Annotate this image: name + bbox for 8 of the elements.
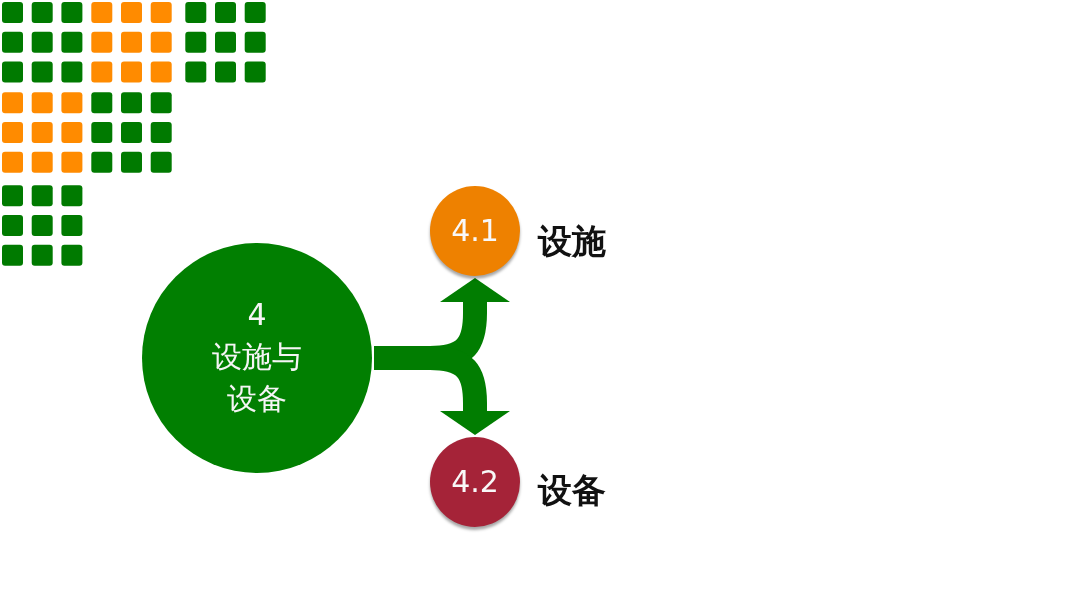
title-label: 设施与设备 [211,338,303,418]
number-label: 4.2 [451,464,499,500]
number-circle [430,186,520,276]
number-label: 4.1 [451,213,499,249]
heading-label: 设施 [538,220,606,263]
number-label: 4 [247,296,267,334]
number-circle [430,437,520,527]
heading-label: 设备 [538,469,606,512]
